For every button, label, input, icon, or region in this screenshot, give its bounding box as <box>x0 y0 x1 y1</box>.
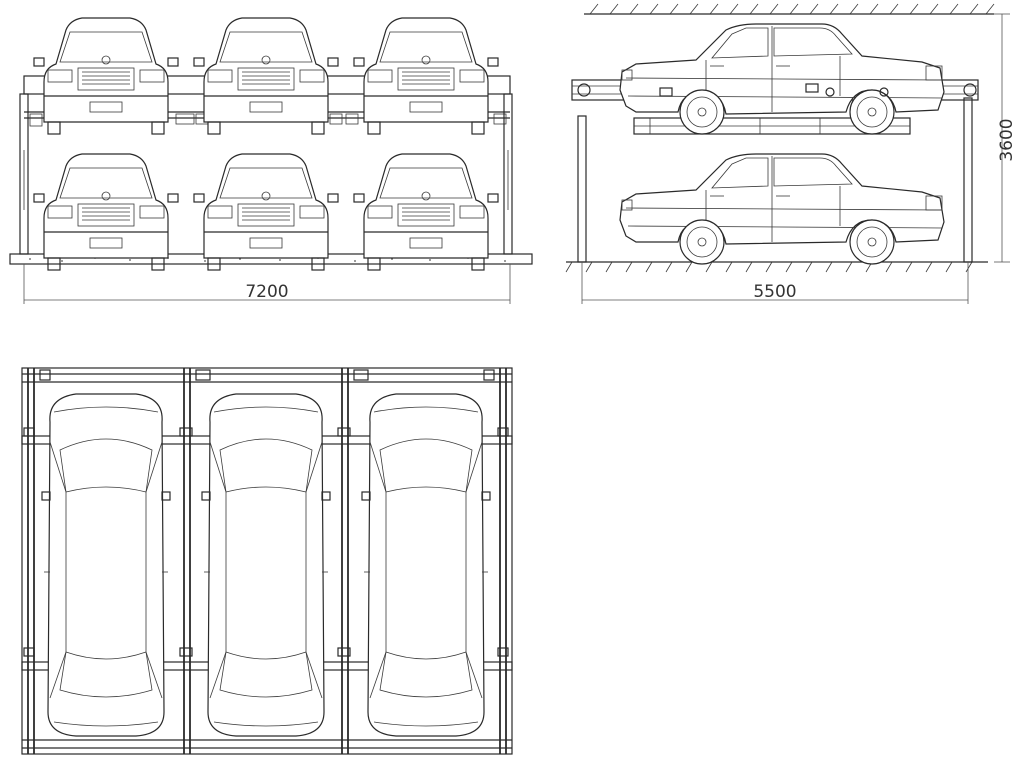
top-frame <box>21 367 513 755</box>
width-dimension: 7200 <box>245 282 288 302</box>
top-view <box>21 367 513 755</box>
side-view: 3600 5500 <box>565 3 1017 304</box>
length-dimension: 5500 <box>753 282 796 302</box>
lower-car-1 <box>33 153 179 271</box>
top-car-2 <box>201 393 331 737</box>
lower-car-2 <box>193 153 339 271</box>
upper-car-3 <box>353 17 499 135</box>
lower-side-car <box>619 153 945 265</box>
height-dimension: 3600 <box>997 118 1017 161</box>
upper-car-2 <box>193 17 339 135</box>
upper-car-1 <box>33 17 179 135</box>
front-post <box>577 115 587 263</box>
top-car-1 <box>41 393 171 737</box>
top-car-3 <box>361 393 491 737</box>
front-view: 7200 <box>9 17 533 304</box>
lower-car-3 <box>353 153 499 271</box>
rear-post <box>963 97 973 263</box>
